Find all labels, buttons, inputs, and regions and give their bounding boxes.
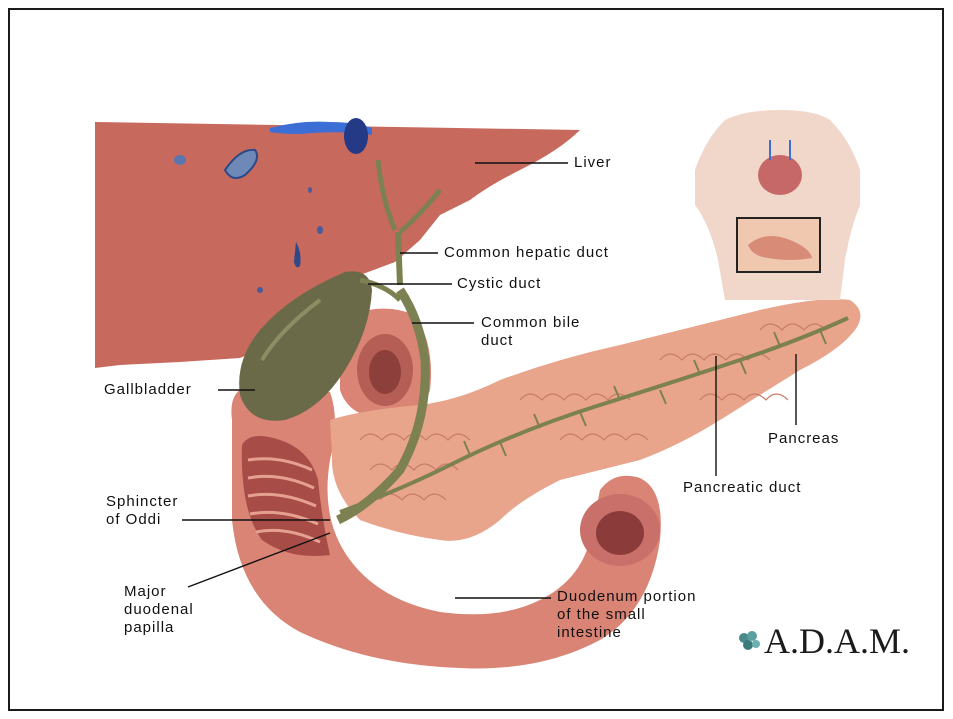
- label-gallbladder: Gallbladder: [104, 381, 192, 399]
- label-pancreas: Pancreas: [768, 430, 839, 448]
- label-duodenum: Duodenum portion of the small intestine: [557, 588, 696, 642]
- torso-inset: [695, 110, 860, 300]
- label-major-duodenal-papilla: Major duodenal papilla: [124, 583, 194, 637]
- label-cystic-duct: Cystic duct: [457, 275, 541, 293]
- label-pancreatic-duct: Pancreatic duct: [683, 479, 801, 497]
- label-liver: Liver: [574, 154, 612, 172]
- label-sphincter-of-oddi: Sphincter of Oddi: [106, 493, 178, 529]
- label-common-hepatic-duct: Common hepatic duct: [444, 244, 609, 262]
- adam-leaf-icon: [736, 628, 762, 654]
- adam-logo: A.D.A.M.: [736, 620, 910, 662]
- label-common-bile-duct: Common bile duct: [481, 314, 580, 350]
- adam-logo-text: A.D.A.M.: [764, 620, 910, 662]
